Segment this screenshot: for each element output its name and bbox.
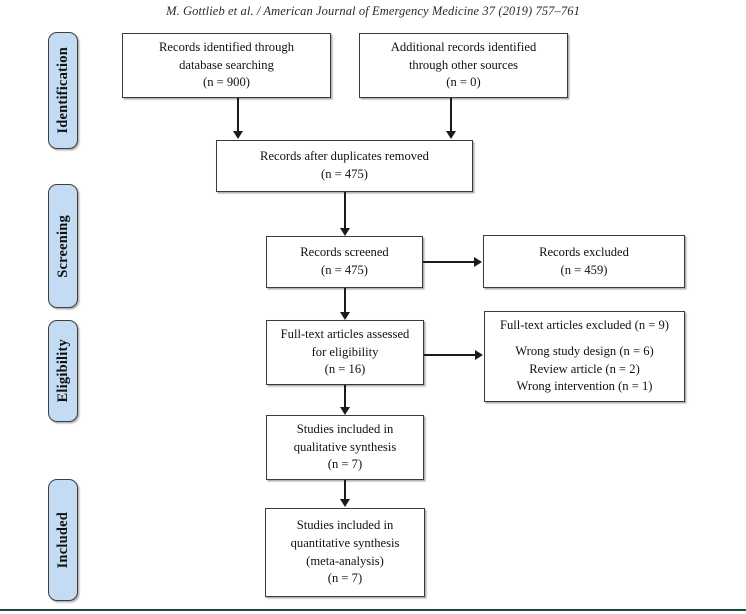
box-additional-records-line2: through other sources: [408, 57, 519, 72]
box-quantitative-line1: Studies included in: [296, 517, 394, 532]
box-fulltext-excluded: Full-text articles excluded (n = 9) Wron…: [484, 311, 685, 402]
arrowhead-duplicates-to-screened: [340, 228, 350, 236]
box-records-excluded-line1: Records excluded: [539, 244, 629, 259]
connector-screened-to-fulltext: [344, 288, 346, 313]
stage-label-screening-text: Screening: [54, 214, 71, 278]
box-fulltext-assessed: Full-text articles assessed for eligibil…: [266, 320, 424, 385]
box-quantitative-line2: quantitative synthesis: [290, 535, 400, 550]
box-records-screened-count: (n = 475): [321, 263, 368, 277]
stage-label-screening: Screening: [48, 184, 78, 308]
stage-label-identification-text: Identification: [54, 47, 71, 134]
box-records-identified-database-line2: database searching: [179, 57, 274, 72]
stage-label-eligibility: Eligibility: [48, 320, 78, 422]
box-records-identified-database-line1: Records identified through: [158, 39, 294, 54]
stage-label-included: Included: [48, 479, 78, 601]
connector-db-to-duplicates: [237, 98, 239, 133]
page-bottom-rule: [0, 609, 746, 611]
box-quantitative-count: (n = 7): [327, 571, 363, 586]
arrowhead-qualitative-to-quantitative: [340, 499, 350, 507]
box-records-excluded-count: (n = 459): [560, 262, 608, 277]
connector-duplicates-to-screened: [344, 192, 346, 229]
box-qualitative-synthesis: Studies included in qualitative synthesi…: [266, 415, 424, 480]
connector-qualitative-to-quantitative: [344, 480, 346, 500]
box-fulltext-excluded-spacer: [500, 335, 669, 343]
box-quantitative-synthesis: Studies included in quantitative synthes…: [265, 508, 425, 597]
box-additional-records-line1: Additional records identified: [390, 39, 537, 54]
box-records-screened-line1: Records screened: [300, 245, 389, 260]
box-records-screened: Records screened (n = 475): [266, 236, 423, 288]
arrowhead-screened-to-fulltext: [340, 312, 350, 320]
box-duplicates-removed-count: (n = 475): [321, 167, 368, 181]
arrowhead-db-to-duplicates: [233, 131, 243, 139]
stage-label-identification: Identification: [48, 32, 78, 149]
box-records-identified-database-count: (n = 900): [203, 75, 250, 90]
box-fulltext-assessed-line2: for eligibility: [311, 344, 379, 359]
box-fulltext-excluded-reason-1: Wrong study design (n = 6): [515, 343, 654, 358]
box-fulltext-excluded-heading: Full-text articles excluded (n = 9): [499, 317, 670, 332]
box-additional-records-other-sources: Additional records identified through ot…: [359, 33, 568, 98]
box-qualitative-count: (n = 7): [327, 457, 363, 472]
connector-fulltext-to-qualitative: [344, 385, 346, 408]
box-fulltext-excluded-reason-2: Review article (n = 2): [529, 361, 640, 376]
connector-fulltext-to-excluded: [424, 354, 476, 356]
arrowhead-fulltext-to-qualitative: [340, 407, 350, 415]
box-fulltext-excluded-reason-3: Wrong intervention (n = 1): [516, 379, 653, 394]
box-records-identified-database: Records identified through database sear…: [122, 33, 331, 98]
box-duplicates-removed-line1: Records after duplicates removed: [260, 149, 429, 164]
stage-label-eligibility-text: Eligibility: [54, 339, 71, 403]
arrowhead-other-to-duplicates: [446, 131, 456, 139]
box-records-after-duplicates-removed: Records after duplicates removed (n = 47…: [216, 140, 473, 192]
arrowhead-screened-to-excluded: [474, 257, 482, 267]
box-fulltext-assessed-count: (n = 16): [324, 362, 366, 377]
box-qualitative-line1: Studies included in: [296, 421, 394, 436]
box-fulltext-assessed-line1: Full-text articles assessed: [280, 326, 410, 341]
connector-screened-to-excluded: [423, 261, 475, 263]
box-qualitative-line2: qualitative synthesis: [293, 439, 397, 454]
connector-other-to-duplicates: [450, 98, 452, 133]
stage-label-included-text: Included: [54, 511, 71, 569]
running-head: M. Gottlieb et al. / American Journal of…: [166, 4, 580, 18]
box-additional-records-count: (n = 0): [446, 75, 481, 90]
arrowhead-fulltext-to-excluded: [475, 350, 483, 360]
box-records-excluded: Records excluded (n = 459): [483, 235, 685, 288]
box-quantitative-line3: (meta-analysis): [306, 553, 384, 568]
